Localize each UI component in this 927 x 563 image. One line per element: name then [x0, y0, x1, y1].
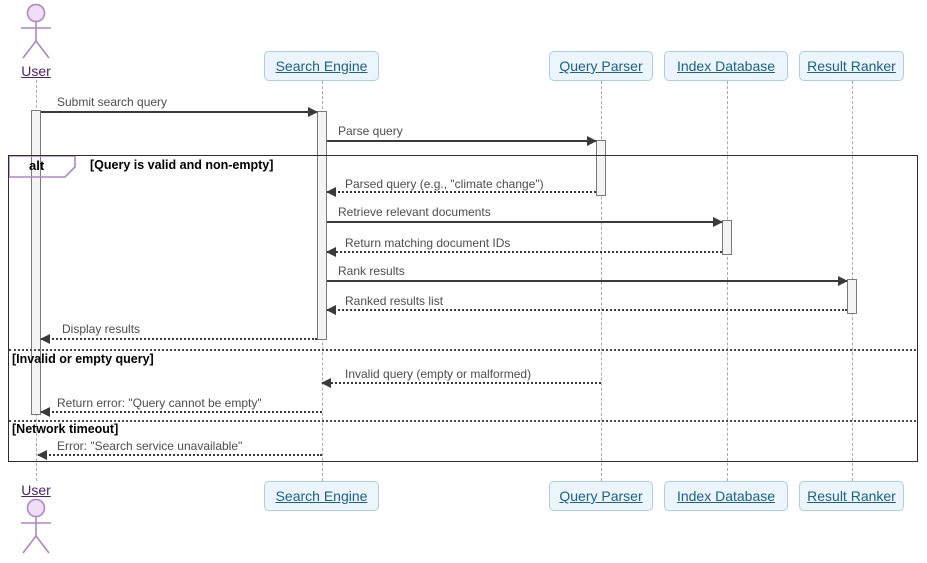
message-display-label: Display results: [62, 322, 141, 336]
arrowhead-icon: [713, 217, 723, 227]
participant-search-engine-top[interactable]: Search Engine: [264, 51, 379, 81]
activation-index-database: [722, 220, 732, 255]
user-actor-icon: [21, 3, 51, 59]
actor-user-label-top[interactable]: User: [21, 63, 51, 79]
participant-search-engine-bottom[interactable]: Search Engine: [264, 481, 379, 511]
arrowhead-icon: [37, 450, 47, 460]
participant-result-ranker-top[interactable]: Result Ranker: [799, 51, 904, 81]
actor-user-label-bottom[interactable]: User: [21, 482, 51, 498]
arrowhead-icon: [308, 107, 318, 117]
participant-query-parser-bottom[interactable]: Query Parser: [549, 481, 653, 511]
message-timeout-error-label: Error: "Search service unavailable": [57, 439, 243, 453]
divider-else-2: [9, 420, 916, 422]
guard-valid-query: [Query is valid and non-empty]: [90, 158, 274, 172]
message-parsed-label: Parsed query (e.g., "climate change"): [345, 177, 544, 191]
arrowhead-icon: [587, 136, 597, 146]
message-rank-label: Rank results: [338, 264, 405, 278]
activation-query-parser: [596, 140, 606, 196]
arrowhead-icon: [838, 276, 848, 286]
participant-result-ranker-bottom[interactable]: Result Ranker: [799, 481, 904, 511]
arrowhead-icon: [40, 334, 50, 344]
divider-else-1: [9, 349, 916, 351]
participant-index-database-bottom[interactable]: Index Database: [664, 481, 788, 511]
message-return-error-label: Return error: "Query cannot be empty": [57, 396, 262, 410]
user-actor-icon: [21, 498, 51, 554]
arrowhead-icon: [40, 407, 50, 417]
activation-user: [31, 110, 41, 415]
arrowhead-icon: [326, 305, 336, 315]
message-parse-label: Parse query: [338, 124, 403, 138]
message-return-ids-label: Return matching document IDs: [345, 236, 511, 250]
message-submit-label: Submit search query: [57, 95, 168, 109]
message-invalid-label: Invalid query (empty or malformed): [345, 367, 532, 381]
participant-index-database-top[interactable]: Index Database: [664, 51, 788, 81]
alt-operator-pentagon: [9, 156, 76, 178]
guard-network-timeout: [Network timeout]: [12, 422, 119, 436]
arrowhead-icon: [321, 378, 331, 388]
arrowhead-icon: [326, 187, 336, 197]
guard-invalid-query: [Invalid or empty query]: [12, 352, 154, 366]
message-retrieve-label: Retrieve relevant documents: [338, 205, 491, 219]
arrowhead-icon: [326, 247, 336, 257]
activation-result-ranker: [847, 279, 857, 314]
participant-query-parser-top[interactable]: Query Parser: [549, 51, 653, 81]
alt-operator-label: alt: [29, 158, 45, 173]
activation-search-engine: [317, 111, 327, 340]
message-ranked-label: Ranked results list: [345, 294, 444, 308]
